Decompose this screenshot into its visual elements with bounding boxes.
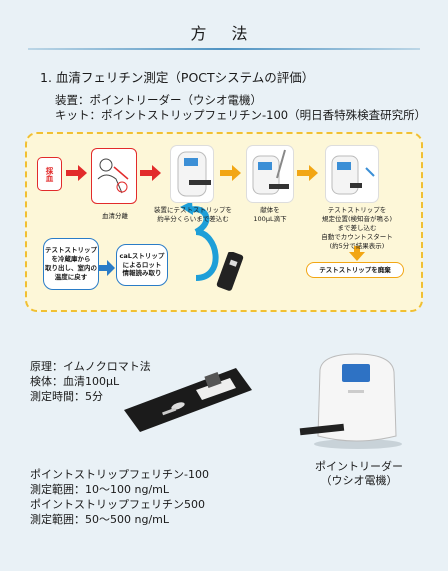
- title-divider: [28, 48, 420, 50]
- qr-code-icon: [204, 371, 222, 389]
- specimen-text: 検体：血清100μL: [30, 375, 120, 388]
- cal-strip-image: [216, 251, 246, 292]
- full-insert-image: [326, 146, 378, 202]
- discard-strip-box: テストストリップを廃棄: [306, 262, 404, 278]
- calibration-strip-box: caLストリップ によるロット 情報読み取り: [116, 244, 168, 286]
- device-line: 装置：ポイントリーダー（ウシオ電機）: [55, 93, 262, 107]
- arrow-1: [66, 165, 87, 181]
- kit-1-name: ポイントストリップフェリチン-100: [30, 468, 209, 481]
- device-screen: [342, 364, 370, 382]
- kit-2-range: 測定範囲：50〜500 ng/mL: [30, 513, 169, 526]
- curve-arrow: [195, 229, 219, 281]
- section-heading: 1. 血清フェリチン測定（POCTシステムの評価）: [40, 70, 315, 85]
- pipette-shape: [276, 149, 286, 179]
- test-strip-shape: [189, 180, 211, 185]
- step-4-caption: テストストリップを 規定位置(検知音が鳴る) まで差し込む 自動でカウントスター…: [321, 206, 393, 251]
- step-2-caption: 装置にテストストリップを 約半分くらいまで差込む: [154, 206, 232, 224]
- arrow-5: [99, 260, 115, 276]
- time-text: 測定時間：5分: [30, 390, 103, 403]
- point-reader-device-image: [296, 350, 408, 452]
- blood-draw-label: 採血: [37, 157, 62, 191]
- blood-draw-illustration: [97, 158, 129, 194]
- step-3-caption: 献体を 100μL滴下: [253, 206, 287, 224]
- arrow-2: [140, 165, 161, 181]
- arrow-3: [220, 165, 241, 181]
- page-title: 方 法: [190, 24, 258, 43]
- principle-text: 原理：イムノクロマト法: [30, 360, 151, 373]
- test-strip-image: [118, 360, 258, 440]
- strip-warmup-box: テストストリップ を冷蔵庫から 取り出し、室内の 温度に戻す: [43, 238, 99, 290]
- device-label: ポイントリーダー （ウシオ電機）: [315, 460, 403, 488]
- arrow-4: [297, 165, 318, 181]
- blood-separation-image: [91, 148, 137, 204]
- device-strip: [299, 423, 345, 436]
- kit-1-range: 測定範囲：10〜100 ng/mL: [30, 483, 169, 496]
- reader-insert-image: [171, 146, 213, 202]
- sample-drop-image: [247, 146, 293, 202]
- arrow-down: [349, 246, 365, 261]
- step-1-caption: 血清分離: [102, 212, 128, 220]
- kit-line: キット：ポイントストリップフェリチン-100（明日香特殊検査研究所）: [55, 108, 427, 122]
- kit-2-name: ポイントストリップフェリチン500: [30, 498, 205, 511]
